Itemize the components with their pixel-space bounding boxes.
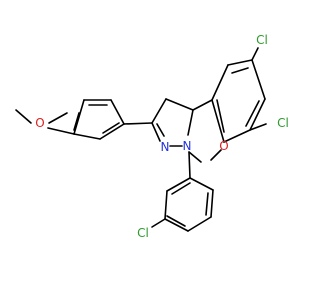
bond — [249, 123, 267, 131]
cl-right-label: Cl — [277, 116, 289, 130]
molecule-structure: Cl Cl Cl O O N N — [15, 33, 289, 240]
bond — [171, 182, 191, 195]
bond — [210, 189, 214, 218]
bonds — [15, 47, 267, 232]
o-methoxy-label: O — [35, 116, 44, 130]
bond — [73, 112, 80, 131]
bond — [192, 99, 213, 111]
bond — [231, 67, 249, 74]
bond — [156, 123, 165, 137]
bond — [151, 218, 166, 228]
bond — [151, 122, 161, 142]
bond — [166, 177, 191, 192]
bond — [227, 59, 253, 66]
cl-bottom-label: Cl — [137, 226, 149, 240]
bond — [73, 99, 85, 135]
atom-labels: Cl Cl Cl O O N N — [35, 33, 289, 240]
bond — [48, 112, 68, 124]
cl-top-label: Cl — [256, 33, 268, 47]
bond — [211, 99, 225, 143]
bond — [245, 100, 260, 127]
bond — [251, 47, 259, 61]
bond — [249, 98, 266, 131]
bond — [187, 216, 212, 232]
bond — [211, 64, 229, 101]
bond — [251, 59, 266, 100]
bond — [187, 109, 194, 136]
bond — [73, 133, 101, 140]
bond — [164, 218, 189, 232]
o-ring-label: O — [219, 139, 228, 153]
bond — [151, 98, 167, 124]
bond — [188, 151, 191, 179]
bond — [210, 149, 222, 161]
bond — [166, 215, 186, 227]
bond — [47, 127, 75, 135]
bond — [102, 122, 120, 134]
bond — [205, 192, 209, 216]
bond — [165, 98, 194, 111]
bond — [189, 177, 214, 191]
bond — [188, 151, 202, 163]
bond — [223, 129, 251, 143]
bond — [15, 109, 32, 124]
bond — [164, 190, 168, 220]
bond — [99, 123, 125, 140]
bond — [110, 99, 125, 125]
bond — [216, 99, 225, 133]
bond — [123, 122, 153, 125]
n-amine-label: N — [183, 139, 192, 153]
molecule-canvas: Cl Cl Cl O O N N — [15, 33, 289, 240]
n-imine-label: N — [161, 140, 170, 154]
